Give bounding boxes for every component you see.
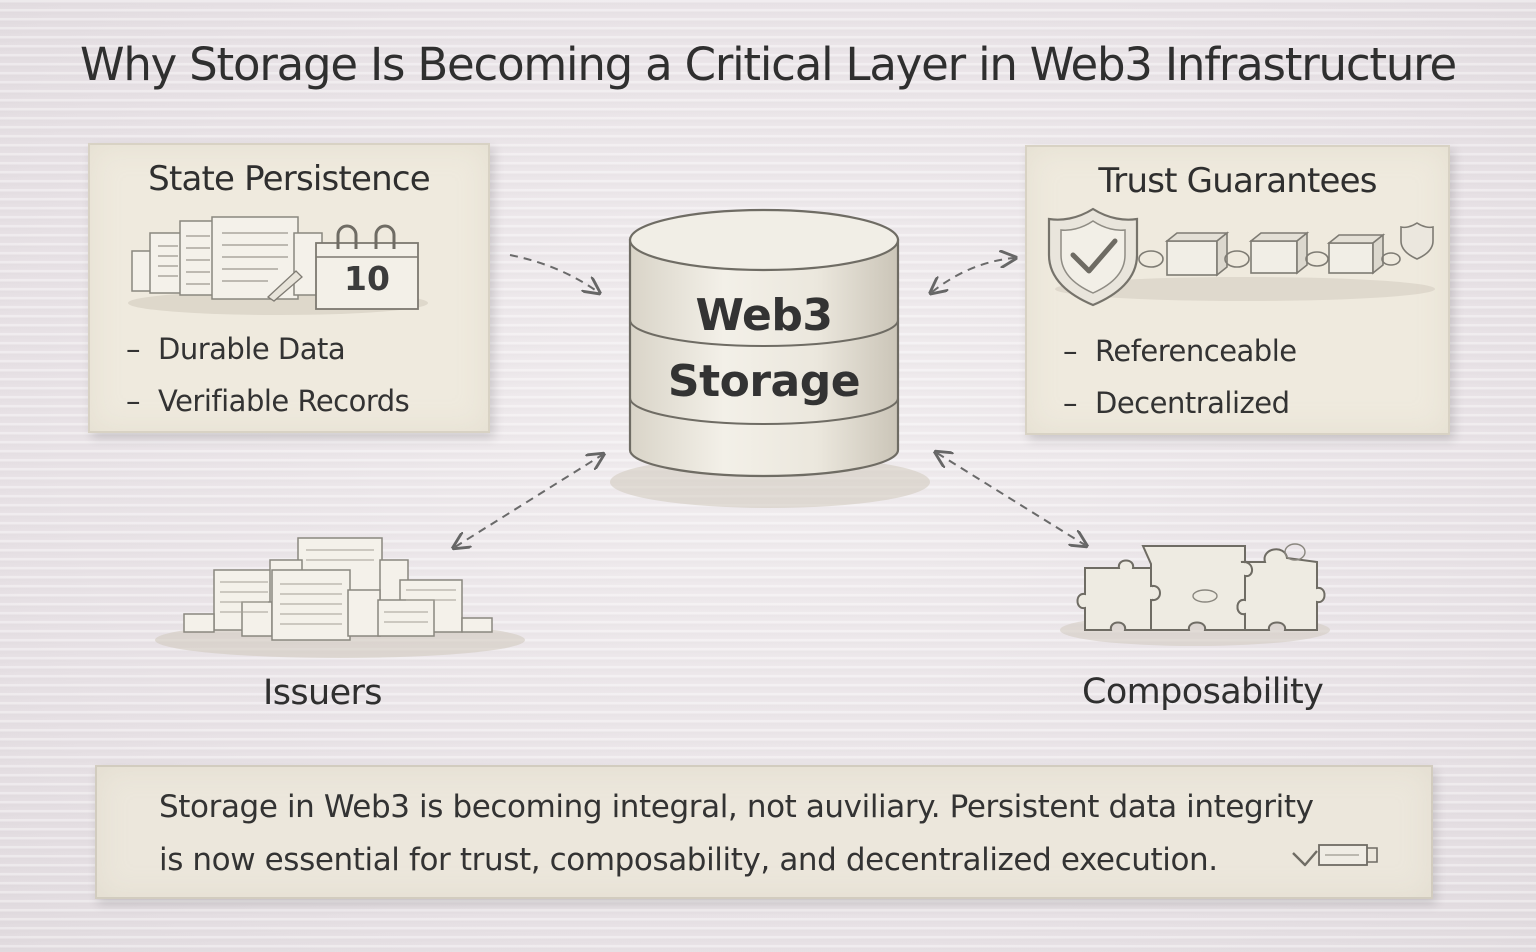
web3-storage-cylinder bbox=[610, 208, 930, 508]
list-item: –Referenceable bbox=[1063, 334, 1297, 368]
arrow-state-to-storage bbox=[509, 254, 598, 292]
list-item: –Durable Data bbox=[126, 332, 346, 366]
state-persistence-title: State Persistence bbox=[148, 159, 430, 199]
arrow-trust-storage bbox=[932, 258, 1014, 292]
state-persistence-list: –Durable Data –Verifiable Records bbox=[126, 323, 410, 427]
puzzle-pieces-icon bbox=[1060, 543, 1330, 646]
block-chain-icon bbox=[1138, 231, 1401, 277]
pen-check-icon bbox=[1292, 844, 1378, 867]
list-item: –Decentralized bbox=[1063, 386, 1290, 420]
state-persistence-panel: State Persistence 10 –Durable Data –Veri… bbox=[88, 143, 490, 433]
summary-box: Storage in Web3 is becoming integral, no… bbox=[95, 765, 1433, 899]
page-title: Why Storage Is Becoming a Critical Layer… bbox=[80, 38, 1457, 91]
document-stack-icon bbox=[128, 216, 428, 315]
calendar-icon bbox=[315, 224, 419, 310]
summary-line-1: Storage in Web3 is becoming integral, no… bbox=[159, 789, 1314, 825]
center-label-line1: Web3 bbox=[695, 290, 833, 341]
center-label-line2: Storage bbox=[667, 356, 861, 407]
small-shield-icon bbox=[1400, 222, 1434, 260]
composability-label: Composability bbox=[1082, 672, 1324, 712]
paper-stacks-icon bbox=[155, 537, 525, 658]
summary-line-2: is now essential for trust, composabilit… bbox=[159, 842, 1218, 878]
trust-guarantees-list: –Referenceable –Decentralized bbox=[1063, 325, 1297, 429]
trust-guarantees-title: Trust Guarantees bbox=[1098, 161, 1377, 201]
shield-check-icon bbox=[1047, 207, 1139, 307]
arrow-composability-storage bbox=[937, 453, 1085, 545]
calendar-day: 10 bbox=[344, 259, 390, 298]
list-item: –Verifiable Records bbox=[126, 384, 410, 418]
arrow-issuers-storage bbox=[455, 455, 602, 547]
issuers-label: Issuers bbox=[263, 673, 383, 713]
shield-chain-icon bbox=[1047, 207, 1435, 307]
trust-guarantees-panel: Trust Guarantees –Referenceable –Decent bbox=[1025, 145, 1450, 435]
